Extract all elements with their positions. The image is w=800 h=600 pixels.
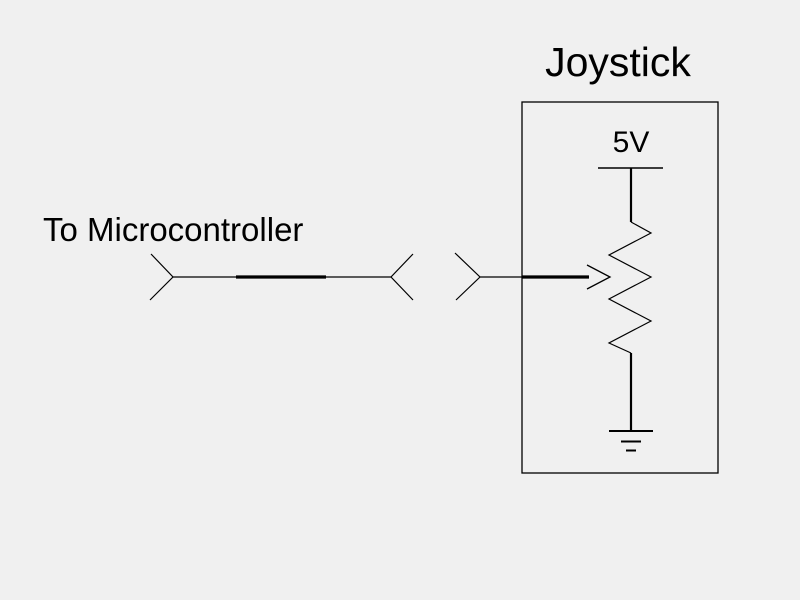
wire-destination-label: To Microcontroller [43,211,304,248]
wire-break-connector-right-icon [454,252,481,301]
wiper-arrow-icon [522,264,612,290]
joystick-box [521,101,719,474]
joystick-title: Joystick [545,39,691,85]
ground-icon [609,430,653,452]
wire-break-connector-left-icon [149,253,174,301]
potentiometer-resistor-icon [607,221,653,354]
power-rail-icon [598,167,663,222]
supply-voltage-label: 5V [612,126,650,159]
wire-break-connector-middle-icon [390,253,414,301]
